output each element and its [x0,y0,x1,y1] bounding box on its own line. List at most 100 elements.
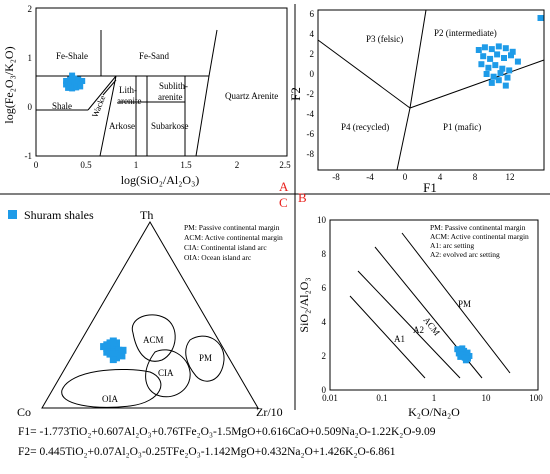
tick-label: 1.5 [180,160,192,170]
panel-d-x-ticks: 0.01 0.1 1 10 100 [322,393,543,403]
field-arkose: Arkose [109,121,135,131]
tick-label: 1 [28,53,33,63]
tick-label: 8 [473,172,478,182]
panel-b-boundaries [317,9,545,171]
field-litharenite-1: Lith- [119,85,137,95]
sample-point [495,43,502,50]
apex-co: Co [17,405,31,419]
apex-zr10: Zr/10 [256,405,283,419]
panel-d-y-label: SiO₂/Al₂O₃ [297,277,311,332]
sample-point [502,45,509,52]
field-fe-sand: Fe-Sand [139,51,169,61]
sample-point [63,81,70,88]
sample-point [499,65,506,72]
sample-point [475,47,482,53]
sample-point [504,74,511,81]
tick-label: -8 [307,149,315,159]
ternary-field-labels: ACM CIA PM OIA [102,335,212,404]
tick-label: -2 [307,89,315,99]
panel-letter-b: B [298,190,307,205]
sample-point [490,73,497,80]
sample-point [459,345,466,352]
panel-b-frame [317,9,545,171]
sample-point [509,48,516,55]
field-a2: A2 [413,325,424,335]
panel-b-x-ticks: -8 -4 0 4 8 12 [332,172,514,182]
tick-label: 1 [432,393,437,403]
panel-b-x-label: F1 [423,180,437,195]
panel-c: ACM CIA PM OIA Th Co Zr/10 Shuram shales… [8,208,283,419]
tick-label: 2 [310,49,315,59]
sample-point [501,55,507,61]
panel-a-x-label: log(SiO₂/Al₂O₃) [121,173,200,187]
field-wacke: Wacke [90,94,108,119]
note-pm: PM: Passive continental margin [430,223,526,232]
tick-label: 100 [529,393,543,403]
note-a1: A1: arc setting [430,241,474,250]
tick-label: -1 [25,151,33,161]
legend-label: Shuram shales [24,208,94,222]
sample-point [67,76,74,83]
panel-d-y-ticks: 0 2 4 6 8 10 [317,215,327,395]
tick-label: -8 [332,172,340,182]
field-acm: ACM [143,335,164,345]
tick-label: 0 [310,69,315,79]
sample-point [457,353,464,360]
panel-a-x-ticks: 0 0.5 1 1.5 2 2.5 [34,160,291,170]
sample-point [115,346,123,354]
tick-label: 2 [235,160,240,170]
sample-point [109,356,117,364]
tick-label: 10 [317,215,327,225]
equation-f2: F2= 0.445TiO₂+0.07Al₂O₃-0.25TFe₂O₃-1.142… [18,446,396,458]
panel-d-notes: PM: Passive continental margin ACM: Acti… [430,223,529,259]
field-pm: PM [199,353,212,363]
tick-label: 6 [322,283,327,293]
sample-point [502,82,509,89]
panel-c-notes: PM: Passive continental margin ACM: Acti… [184,223,283,262]
panel-b-field-labels: P3 (felsic) P2 (intermediate) P4 (recycl… [341,28,497,132]
sample-point [106,350,114,358]
note-pm: PM: Passive continental margin [184,223,280,232]
sample-point [485,64,492,71]
tick-label: 6 [310,9,315,19]
panel-d-points [454,345,473,364]
sample-point [480,53,487,60]
tick-label: -4 [307,109,315,119]
sample-point [506,67,513,74]
sample-point [454,346,461,353]
field-pm: PM [458,299,471,309]
tick-label: 2 [322,351,327,361]
tick-label: 2.5 [279,160,291,170]
tick-label: 8 [322,249,327,259]
field-fe-shale: Fe-Shale [56,51,88,61]
tick-label: 0 [403,172,408,182]
panel-a-boundaries [36,29,218,157]
panel-a-field-labels: Fe-Shale Fe-Sand Shale Lith- arenite Wac… [52,51,278,131]
legend-marker [8,210,17,219]
panel-a-frame [35,7,288,157]
panel-b: P3 (felsic) P2 (intermediate) P4 (recycl… [288,9,545,195]
sample-point [69,85,76,92]
field-a1: A1 [394,334,405,344]
panel-d-boundaries [349,232,511,379]
sample-point [75,76,82,83]
field-shale: Shale [52,101,72,111]
sample-point [488,46,495,53]
field-p1-mafic: P1 (mafic) [443,122,481,132]
note-acm: ACM: Active continental margin [184,233,283,242]
panel-letter-c: C [279,195,288,210]
field-p2-intermediate: P2 (intermediate) [434,28,497,38]
sample-point [495,77,502,84]
note-cia: CIA: Continental island arc [184,243,267,252]
panel-a-points [63,72,86,92]
sample-point [492,62,499,69]
sample-point [455,350,462,357]
panel-a-y-label: log(Fe₂O₃/K₂O) [2,46,16,123]
tick-label: -4 [366,172,374,182]
panel-dividers [0,4,550,410]
tick-label: 0 [28,102,33,112]
sample-point [481,44,488,51]
sample-point [487,55,494,62]
note-a2: A2: evolved arc setting [430,250,500,259]
field-subarkose: Subarkose [151,121,189,131]
